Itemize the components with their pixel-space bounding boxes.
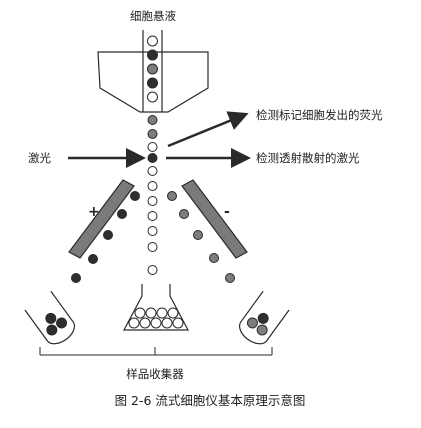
cell-stream-4-laser xyxy=(147,153,158,163)
cell-tube-3 xyxy=(147,63,158,75)
flask-cell-1 xyxy=(128,317,140,329)
left-cell-5 xyxy=(71,273,81,283)
fluorescence-arrow xyxy=(167,111,249,148)
flask-cell-7 xyxy=(145,307,157,319)
cell-tube-2 xyxy=(147,49,158,61)
cell-suspension-label: 细胞悬液 xyxy=(130,9,176,23)
cell-stream-11 xyxy=(147,265,158,275)
right-cell-1 xyxy=(167,191,177,201)
cell-stream-10 xyxy=(147,242,158,252)
left-cell-3 xyxy=(103,230,113,240)
flask-body xyxy=(123,284,189,331)
negative-deflection-plate xyxy=(181,179,248,259)
right-collection-tube xyxy=(238,290,290,345)
sample-collector-label: 样品收集器 xyxy=(126,367,184,381)
cell-stream-2 xyxy=(147,129,158,139)
cells-in-stream xyxy=(147,115,158,275)
cell-stream-5 xyxy=(147,166,158,176)
collector-bracket xyxy=(39,347,273,356)
right-cell-4 xyxy=(209,253,219,263)
left-cell-2 xyxy=(117,209,127,219)
cell-stream-7 xyxy=(147,196,158,206)
scatter-label: 检测透射散射的激光 xyxy=(256,151,360,165)
flask-cell-5 xyxy=(172,317,184,329)
fluorescence-label: 检测标记细胞发出的荧光 xyxy=(256,108,383,122)
left-tube-cell-3 xyxy=(45,312,57,324)
flask-cell-4 xyxy=(161,317,173,329)
cell-tube-5 xyxy=(147,91,158,103)
right-cell-3 xyxy=(193,230,203,240)
left-deflected-cells xyxy=(71,191,140,283)
cell-stream-6 xyxy=(147,181,158,191)
cell-stream-1 xyxy=(147,115,158,125)
flask-cell-2 xyxy=(139,317,151,329)
right-tube-cell-2 xyxy=(256,324,268,336)
left-collection-tube xyxy=(24,290,76,345)
cells-in-tube xyxy=(147,35,158,103)
positive-deflection-plate xyxy=(68,179,135,259)
minus-sign: - xyxy=(224,204,230,220)
laser-label: 激光 xyxy=(28,151,51,165)
cell-stream-9 xyxy=(147,226,158,236)
cell-tube-1 xyxy=(147,35,158,47)
flask-cell-3 xyxy=(150,317,162,329)
left-cell-4 xyxy=(88,254,98,264)
cell-tube-4 xyxy=(147,77,158,89)
right-deflected-cells xyxy=(167,191,235,283)
center-collection-flask xyxy=(123,284,189,331)
right-tube-body xyxy=(238,290,290,345)
left-tube-body xyxy=(24,290,76,345)
nozzle-housing xyxy=(97,51,209,113)
right-tube-cell-1 xyxy=(246,317,258,329)
flask-cell-9 xyxy=(167,307,179,319)
cell-stream-3 xyxy=(147,142,158,152)
right-tube-cell-3 xyxy=(257,312,269,324)
right-cell-2 xyxy=(179,209,189,219)
figure-caption: 图 2-6 流式细胞仪基本原理示意图 xyxy=(115,393,306,408)
cell-stream-8 xyxy=(147,211,158,221)
flask-cell-6 xyxy=(134,307,146,319)
plus-sign: + xyxy=(88,204,100,220)
flask-cell-8 xyxy=(156,307,168,319)
left-tube-cell-1 xyxy=(46,324,58,336)
left-tube-cell-2 xyxy=(56,317,68,329)
left-cell-1 xyxy=(130,191,140,201)
right-cell-5 xyxy=(225,273,235,283)
